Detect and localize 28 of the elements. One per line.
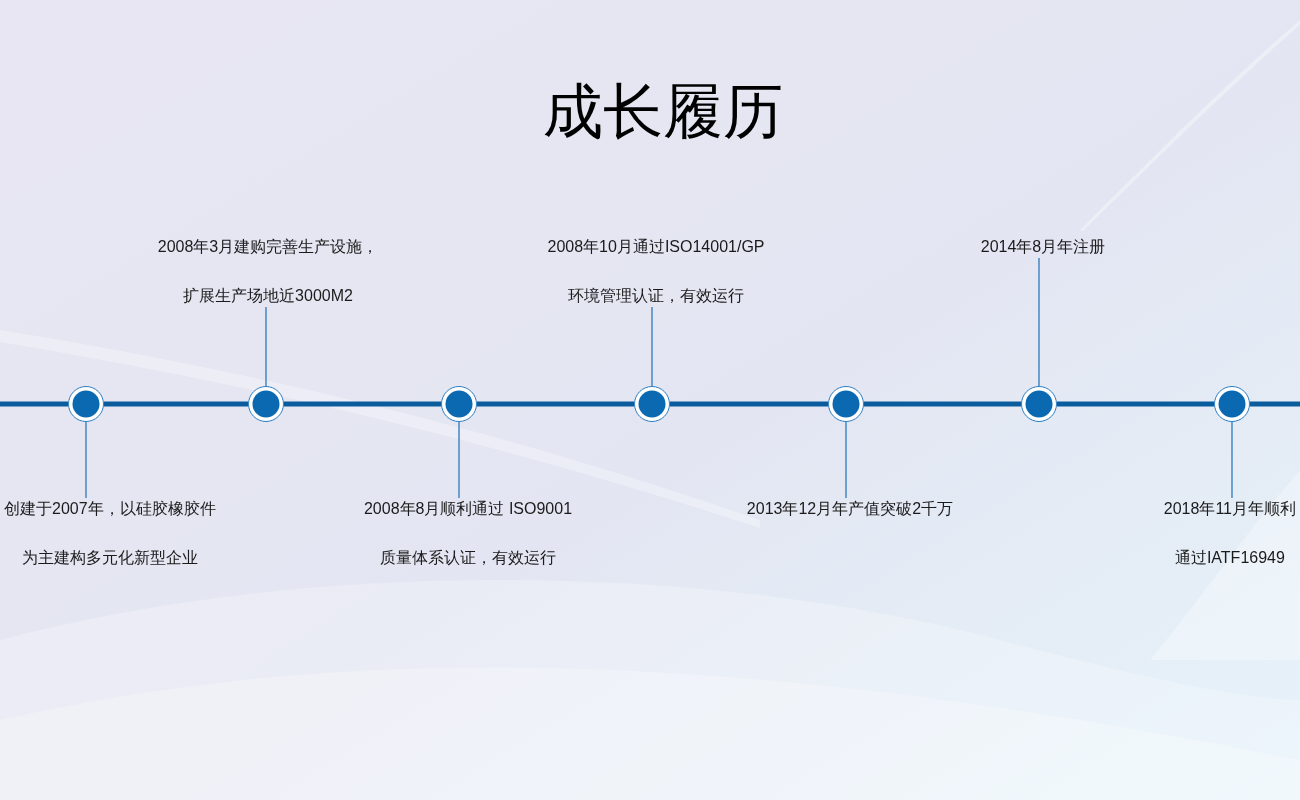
milestone-text: 环境管理认证，有效运行: [568, 286, 744, 306]
leader-line: [458, 421, 460, 499]
milestone-text: 为主建构多元化新型企业: [21, 548, 198, 568]
timeline-line: [477, 401, 634, 407]
leader-line: [265, 306, 267, 387]
leader-line: [651, 306, 653, 387]
timeline-line: [1057, 401, 1214, 407]
milestone-text: 2013年12月年产值突破2千万: [746, 499, 954, 519]
timeline-line: [670, 401, 828, 407]
leader-line: [85, 421, 87, 499]
milestone-text: 2014年8月年注册: [980, 237, 1106, 257]
timeline-line: [284, 401, 441, 407]
leader-line: [845, 421, 847, 499]
milestone-text: 2018年11月年顺利: [1163, 499, 1296, 519]
milestone-text: 2008年8月顺利通过 ISO9001: [363, 499, 573, 519]
milestone-text: 2008年10月通过ISO14001/GP: [547, 237, 765, 257]
milestone-text: 2008年3月建购完善生产设施，: [157, 237, 379, 257]
timeline-line: [0, 401, 68, 407]
leader-line: [1231, 421, 1233, 499]
milestone-text: 质量体系认证，有效运行: [380, 548, 556, 568]
timeline-line: [104, 401, 248, 407]
page-title: 成长履历: [543, 77, 783, 147]
milestone-text: 创建于2007年，以硅胶橡胶件: [4, 499, 216, 519]
milestone-text: 扩展生产场地近3000M2: [183, 286, 353, 306]
timeline-line: [864, 401, 1021, 407]
milestone-text: 通过IATF16949: [1174, 548, 1285, 568]
leader-line: [1038, 257, 1040, 387]
timeline-line: [1250, 401, 1300, 407]
